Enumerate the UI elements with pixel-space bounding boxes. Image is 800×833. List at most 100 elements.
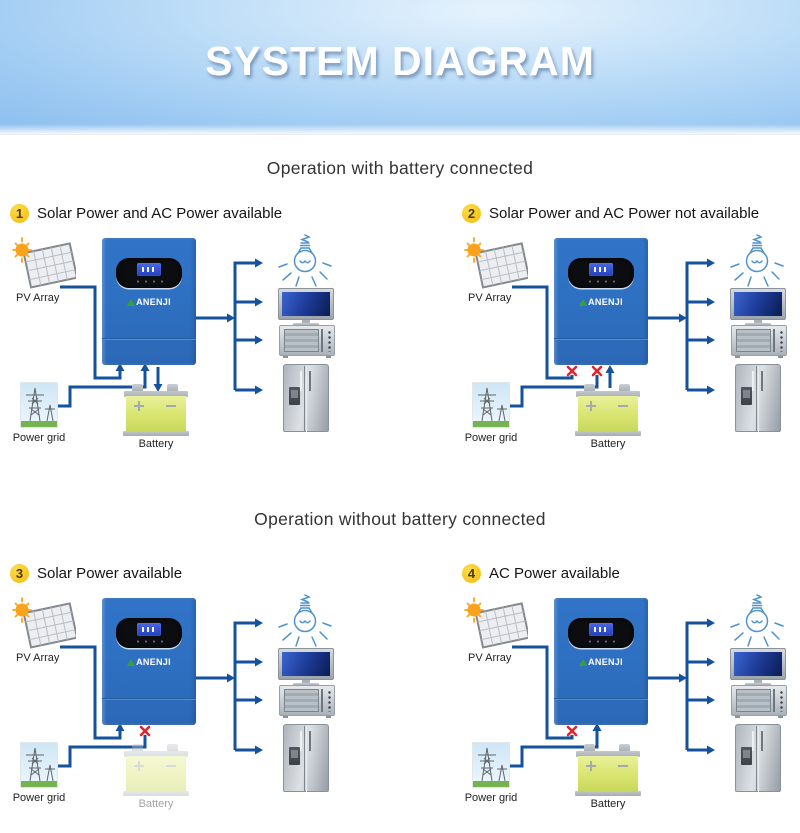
microwave-foot bbox=[735, 356, 740, 358]
transmission-tower-graphic bbox=[21, 747, 57, 787]
power-grid-icon bbox=[472, 742, 510, 788]
inverter-display-panel bbox=[116, 258, 182, 288]
microwave-handle bbox=[321, 689, 323, 712]
battery-minus-mark bbox=[166, 765, 176, 767]
refrigerator-handle bbox=[761, 371, 763, 391]
anenji-logo: ANENJI bbox=[554, 297, 648, 307]
scenario-title: Solar Power and AC Power not available bbox=[489, 205, 760, 222]
pv-wire bbox=[512, 645, 578, 740]
microwave-foot bbox=[778, 356, 783, 358]
diagram-1-solar-and-ac: 1 Solar Power and AC Power available bbox=[0, 196, 400, 496]
pv-arrowhead bbox=[115, 723, 125, 736]
pv-arrowhead bbox=[115, 363, 125, 376]
refrigerator-body bbox=[735, 724, 781, 792]
refrigerator-dispenser bbox=[741, 387, 752, 405]
scenario-header: 4 AC Power available bbox=[462, 564, 620, 583]
refrigerator-dispenser bbox=[741, 747, 752, 765]
section-heading-with-battery: Operation with battery connected bbox=[266, 158, 534, 178]
tv-frame bbox=[730, 648, 786, 680]
inverter-buttons bbox=[586, 640, 616, 643]
refrigerator-icon bbox=[283, 724, 333, 796]
microwave-door bbox=[284, 689, 319, 712]
battery-terminal bbox=[132, 384, 143, 392]
battery-charge-arrow bbox=[153, 367, 163, 392]
power-grid-icon bbox=[472, 382, 510, 428]
microwave-door bbox=[284, 329, 319, 352]
page-title: SYSTEM DIAGRAM bbox=[205, 38, 595, 84]
refrigerator-door-split bbox=[304, 366, 305, 432]
microwave-foot bbox=[326, 356, 331, 358]
refrigerator-body bbox=[283, 364, 329, 432]
battery-terminal bbox=[584, 744, 595, 752]
solar-panel-sun-graphic bbox=[12, 597, 79, 649]
microwave-icon bbox=[279, 325, 337, 361]
battery-base bbox=[575, 791, 641, 796]
pv-array-icon bbox=[464, 596, 531, 650]
grid-arrowhead bbox=[140, 363, 150, 376]
pv-array-icon bbox=[464, 236, 531, 290]
transmission-tower-graphic bbox=[473, 387, 509, 427]
solar-panel-sun-graphic bbox=[464, 597, 531, 649]
refrigerator-door-split bbox=[756, 726, 757, 792]
refrigerator-door-split-highlight bbox=[758, 366, 759, 432]
solar-panel-sun-graphic bbox=[464, 237, 531, 289]
grid-wire bbox=[56, 363, 150, 408]
microwave-door bbox=[736, 329, 771, 352]
connection-wires bbox=[508, 618, 715, 768]
anenji-logo: ANENJI bbox=[102, 297, 196, 307]
refrigerator-icon bbox=[735, 364, 785, 436]
ac-output-bus bbox=[196, 618, 263, 755]
grid-arrowhead bbox=[592, 723, 602, 736]
microwave-controls bbox=[778, 330, 785, 352]
inverter-display-panel bbox=[568, 258, 634, 288]
refrigerator-door-split-highlight bbox=[758, 726, 759, 792]
solar-panel-sun-graphic bbox=[12, 237, 79, 289]
tv-icon bbox=[278, 648, 336, 686]
microwave-body bbox=[731, 685, 787, 716]
refrigerator-icon bbox=[283, 364, 333, 436]
connection-wires bbox=[56, 618, 263, 768]
lcd-screen bbox=[589, 263, 613, 276]
battery-terminal bbox=[619, 744, 630, 752]
battery-plus-mark bbox=[586, 401, 596, 411]
inverter: ANENJI bbox=[102, 238, 196, 365]
refrigerator-body bbox=[283, 724, 329, 792]
microwave-body bbox=[279, 325, 335, 356]
refrigerator-handle bbox=[309, 371, 311, 391]
light-bulb-icon bbox=[726, 234, 788, 290]
microwave-door bbox=[736, 689, 771, 712]
battery-label: Battery bbox=[138, 438, 174, 450]
battery-top-bar bbox=[576, 391, 640, 397]
battery-label: Battery bbox=[138, 798, 174, 810]
light-bulb-icon bbox=[726, 594, 788, 650]
tv-base bbox=[293, 683, 319, 686]
pv-cross-mark bbox=[566, 725, 578, 737]
microwave-controls bbox=[326, 330, 333, 352]
tv-screen bbox=[734, 292, 782, 316]
transmission-tower-graphic bbox=[473, 747, 509, 787]
step-number-badge: 4 bbox=[462, 564, 481, 583]
pv-array-label: PV Array bbox=[16, 652, 60, 664]
pv-wire bbox=[60, 285, 125, 380]
grid-cross-mark bbox=[139, 725, 151, 737]
battery-terminal bbox=[584, 384, 595, 392]
battery-minus-mark bbox=[166, 405, 176, 407]
refrigerator-handle bbox=[300, 371, 302, 391]
tv-icon bbox=[730, 648, 788, 686]
step-number-badge: 1 bbox=[10, 204, 29, 223]
microwave-controls bbox=[778, 690, 785, 712]
lcd-screen bbox=[589, 623, 613, 636]
battery-label: Battery bbox=[590, 438, 626, 450]
section-heading-without-battery: Operation without battery connected bbox=[254, 509, 546, 529]
refrigerator-door-split-highlight bbox=[306, 366, 307, 432]
power-grid-icon bbox=[20, 382, 58, 428]
tv-base bbox=[293, 323, 319, 326]
microwave-handle bbox=[773, 329, 775, 352]
inverter: ANENJI bbox=[554, 238, 648, 365]
battery-terminal bbox=[619, 384, 630, 392]
inverter-display-panel bbox=[116, 618, 182, 648]
battery-terminal bbox=[167, 384, 178, 392]
microwave-foot bbox=[735, 716, 740, 718]
microwave-body bbox=[279, 685, 335, 716]
scenario-title: AC Power available bbox=[489, 565, 620, 582]
